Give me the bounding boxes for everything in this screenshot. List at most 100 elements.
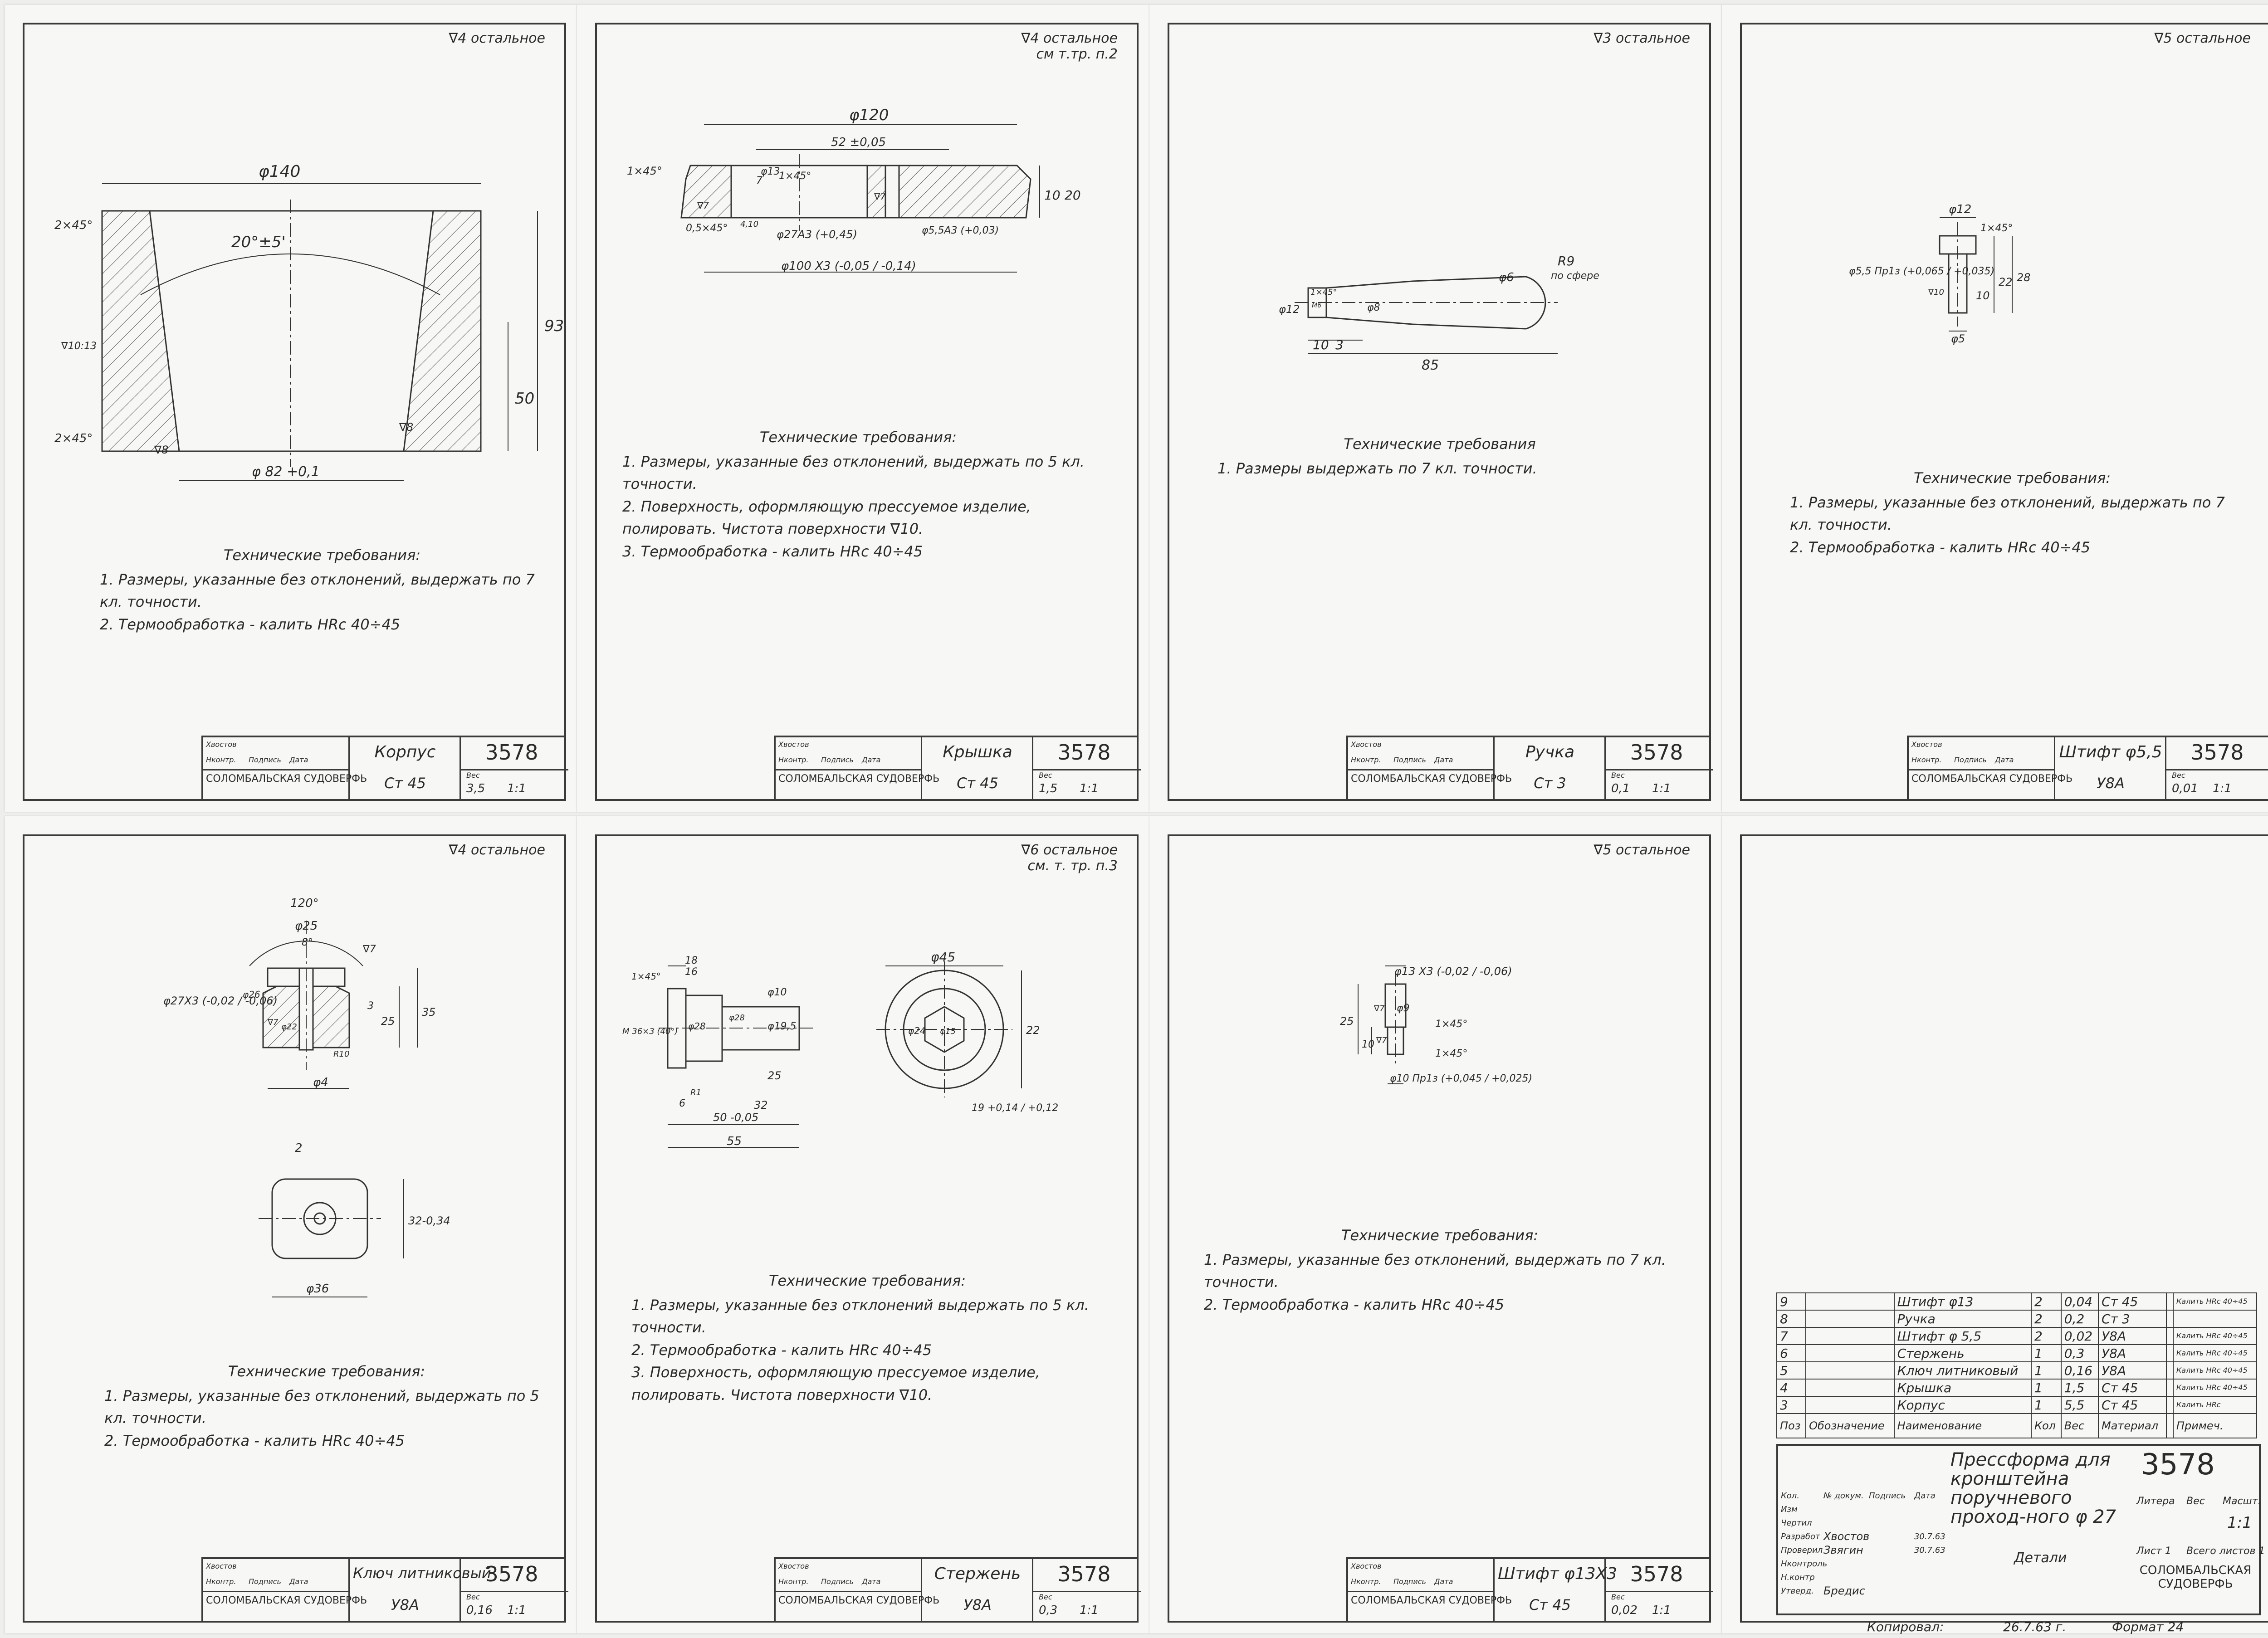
tb-role: Чертил: [1781, 1518, 1812, 1528]
dim-label: 35: [422, 1006, 436, 1019]
tech-item: 1. Размеры, указанные без отклонений, вы…: [1204, 1251, 1667, 1291]
tb-org: СОЛОМБАЛЬСКАЯ СУДОВЕРФЬ: [1351, 773, 1512, 785]
tb-role: Нконтроль: [1781, 1559, 1828, 1569]
sheet-ruchka: ∇3 остальное R9 по сфере φ6 φ12 φ8 1×45°…: [1149, 5, 1722, 812]
footer-copied: Копировал:: [1867, 1619, 1944, 1634]
dim-label: 25: [767, 1069, 782, 1082]
dim-label: φ45: [931, 950, 955, 965]
sheet-kryshka: ∇4 остальное см т.тр. п.2: [577, 5, 1149, 812]
tb-norm: Нконтр.: [778, 1577, 809, 1586]
dim-label: φ4: [313, 1076, 328, 1089]
dim-label: М6: [1312, 302, 1321, 309]
tb-date: Дата: [862, 756, 881, 764]
dim-label: 25: [381, 1015, 395, 1028]
dim-label: φ120: [849, 106, 889, 124]
tb-date: Дата: [289, 756, 308, 764]
sheet-frame: [23, 23, 566, 801]
drawing-number: 3578: [1057, 1562, 1111, 1586]
tech-item: 1. Размеры, указанные без отклонений, вы…: [100, 570, 535, 611]
tb-org: СОЛОМБАЛЬСКАЯ СУДОВЕРФЬ: [778, 773, 940, 785]
tb-weight-label: Вес: [466, 1593, 480, 1601]
tech-title: Технические требования:: [1341, 1227, 1539, 1244]
part-weight: 3,5: [466, 782, 485, 795]
tb-sign: Подпись: [249, 1577, 281, 1586]
tb-org: СОЛОМБАЛЬСКАЯ СУДОВЕРФЬ: [1911, 773, 2073, 785]
dim-label: φ10: [767, 987, 787, 998]
tb-weight: Вес: [2186, 1496, 2205, 1507]
tb-col-sign: Подпись: [1869, 1491, 1906, 1501]
tech-item: 2. Термообработка - калить HRc 40÷45: [100, 615, 401, 633]
sheet-frame: [23, 834, 566, 1623]
dim-label: φ13: [761, 166, 780, 177]
dim-label: по сфере: [1551, 270, 1599, 282]
tb-date: Дата: [1434, 1577, 1453, 1586]
tech-title: Технические требования:: [1913, 469, 2111, 487]
drawing-number: 3578: [2190, 740, 2244, 765]
dim-label: 50 -0,05: [713, 1111, 758, 1124]
dim-label: φ6: [1499, 271, 1514, 284]
part-name: Стержень: [934, 1565, 1021, 1583]
part-drawing-ruchka: R9 по сфере φ6 φ12 φ8 1×45° 10 3 85 М6: [1149, 5, 1722, 414]
dim-label: ∇8: [399, 421, 413, 434]
tb-weight-label: Вес: [466, 771, 480, 780]
drawing-number: 3578: [485, 1562, 538, 1586]
tb-weight-label: Вес: [1039, 771, 1052, 780]
dim-label: 55: [727, 1135, 742, 1148]
tb-date: Дата: [1995, 756, 2014, 764]
drawing-number: 3578: [1057, 740, 1111, 765]
dim-label: φ5,5 Пр1з (+0,065 / +0,035): [1849, 266, 1994, 277]
tech-item: 2. Термообработка - калить HRc 40÷45: [631, 1341, 932, 1359]
title-block: Хвостов Нконтр. Подпись Дата СОЛОМБАЛЬСК…: [1346, 736, 1713, 801]
tb-person: Хвостов: [1823, 1530, 1870, 1543]
tb-sign: Подпись: [821, 756, 854, 764]
tb-author: Хвостов: [1911, 740, 1942, 749]
dim-label: ∇7: [267, 1018, 279, 1027]
tech-item: 2. Термообработка - калить HRc 40÷45: [104, 1432, 405, 1449]
tb-role: Разработ: [1781, 1532, 1820, 1541]
sheet-korpus: ∇4 остальное: [5, 5, 577, 812]
dim-label: 4,10: [740, 219, 758, 229]
part-name: Корпус: [374, 743, 436, 761]
sheet-frame: [595, 23, 1139, 801]
dim-label: М 36×3 (40°): [622, 1027, 678, 1036]
tb-author: Хвостов: [1351, 740, 1382, 749]
dim-label: 22: [1026, 1024, 1040, 1037]
tech-requirements: Технические требования: 1. Размеры, указ…: [622, 426, 1094, 563]
dim-label: 20°±5': [231, 233, 286, 251]
drawing-number: 3578: [2141, 1448, 2215, 1482]
dim-label: 85: [1422, 357, 1439, 373]
tech-item: 3. Термообработка - калить HRc 40÷45: [622, 542, 923, 560]
part-drawing-shtift: φ12 1×45° φ5,5 Пр1з (+0,065 / +0,035) ∇1…: [1722, 5, 2268, 369]
roughness-note: ∇6 остальное см. т. тр. п.3: [1021, 842, 1118, 874]
dim-label: 2×45°: [54, 432, 93, 445]
dim-label: φ27A3 (+0,45): [777, 228, 857, 241]
tb-norm: Нконтр.: [778, 756, 809, 764]
tb-col-kol: Кол.: [1781, 1491, 1800, 1501]
part-name: Ключ литниковый: [353, 1565, 491, 1582]
title-block: Хвостов Нконтр. Подпись Дата СОЛОМБАЛЬСК…: [1346, 1557, 1713, 1623]
dim-label: 2×45°: [54, 219, 93, 232]
dim-label: φ19,5: [767, 1021, 797, 1032]
tech-requirements: Технические требования: 1. Размеры, указ…: [1204, 1224, 1676, 1316]
tech-item: 1. Размеры, указанные без отклонений, вы…: [104, 1387, 539, 1427]
dim-label: ∇8: [154, 444, 168, 456]
dim-label: 28: [2017, 271, 2031, 284]
dim-label: φ24: [908, 1025, 926, 1036]
part-scale: 1:1: [1652, 1604, 1671, 1617]
part-drawing-kryshka: φ120 52 ±0,05 1×45° 1×45° φ13 7 ∇7 ∇7 10…: [577, 5, 1149, 324]
part-weight: 1,5: [1039, 782, 1058, 795]
dim-label: 1×45°: [1980, 223, 2013, 234]
tech-item: 1. Размеры, указанные без отклонений, вы…: [622, 453, 1085, 493]
dim-label: φ15: [940, 1027, 956, 1036]
part-drawing-klyuch: 120° φ25 8° ∇7 φ27Х3 (-0,02 / -0,06) φ26…: [5, 816, 577, 1317]
spec-header: Поз Обозначение Наименование Кол Вес Мат…: [1776, 1413, 2258, 1438]
tech-title: Технические требования: [1344, 435, 1536, 453]
dim-label: φ28: [729, 1013, 745, 1023]
dim-label: 16: [685, 966, 698, 978]
dim-label: 1×45°: [1435, 1019, 1467, 1030]
